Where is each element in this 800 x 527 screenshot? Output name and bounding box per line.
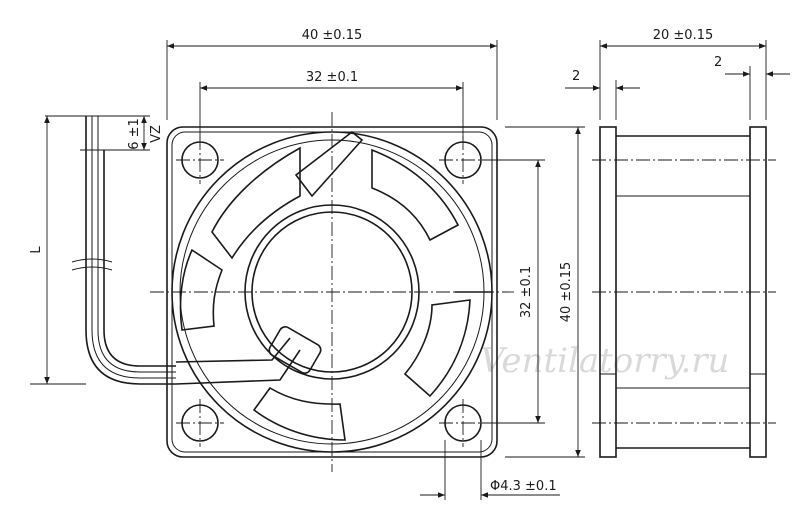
cable-channel-upper bbox=[175, 337, 291, 363]
front-view bbox=[150, 112, 514, 472]
cable-channel-lower bbox=[175, 349, 301, 385]
support-strut bbox=[294, 130, 364, 198]
dimension-depth: 20 ±0.15 bbox=[599, 28, 767, 120]
fan-blade bbox=[252, 386, 346, 441]
cable-lead bbox=[71, 116, 176, 385]
dimension-label-frame-height: 40 ±0.15 bbox=[559, 262, 574, 323]
dimension-cable-length: L bbox=[29, 116, 86, 385]
watermark-text: Ventilatorry.ru bbox=[480, 341, 729, 381]
cable-outer-right bbox=[103, 150, 176, 367]
cable-break-mark bbox=[71, 258, 113, 263]
dimension-hole-diameter: Φ4.3 ±0.1 bbox=[420, 440, 560, 500]
dimension-frame-height: 40 ±0.15 bbox=[505, 126, 585, 458]
dimension-flange-left: 2 bbox=[565, 69, 640, 120]
cable-grommet bbox=[268, 326, 322, 374]
fan-blade bbox=[371, 148, 460, 242]
dimension-label-depth: 20 ±0.15 bbox=[653, 28, 714, 43]
fan-blades bbox=[179, 146, 471, 441]
mounting-holes bbox=[181, 141, 482, 442]
side-view bbox=[592, 126, 776, 458]
dimension-hole-spacing-vertical: 32 ±0.1 bbox=[482, 159, 545, 424]
dimension-label-frame-width: 40 ±0.15 bbox=[302, 28, 363, 43]
dimension-label-flange-right: 2 bbox=[714, 55, 722, 70]
cable-wire bbox=[97, 116, 176, 373]
cable-outer-left bbox=[85, 116, 176, 385]
fan-blade bbox=[179, 248, 223, 331]
dimension-label-hole-spacing-v: 32 ±0.1 bbox=[519, 266, 534, 318]
dimension-hole-spacing-horizontal: 32 ±0.1 bbox=[199, 70, 464, 140]
dimension-label-hole-spacing-h: 32 ±0.1 bbox=[306, 70, 358, 85]
fan-blade bbox=[211, 146, 301, 260]
dimension-label-hole-diameter: Φ4.3 ±0.1 bbox=[490, 479, 557, 494]
dimension-label-cable-strip: 6 ±1 bbox=[127, 118, 142, 150]
dimension-cable-strip: 6 ±1 VZ bbox=[45, 115, 164, 151]
fan-blade bbox=[403, 299, 471, 398]
dimension-label-cable-code: VZ bbox=[149, 125, 164, 143]
dimension-frame-width: 40 ±0.15 bbox=[166, 28, 498, 120]
dimension-label-flange-left: 2 bbox=[572, 69, 580, 84]
dimension-flange-right: 2 bbox=[714, 55, 790, 120]
dimension-label-cable-length: L bbox=[29, 246, 44, 254]
cable-wire bbox=[91, 116, 176, 379]
cable-break-mark bbox=[71, 266, 113, 271]
